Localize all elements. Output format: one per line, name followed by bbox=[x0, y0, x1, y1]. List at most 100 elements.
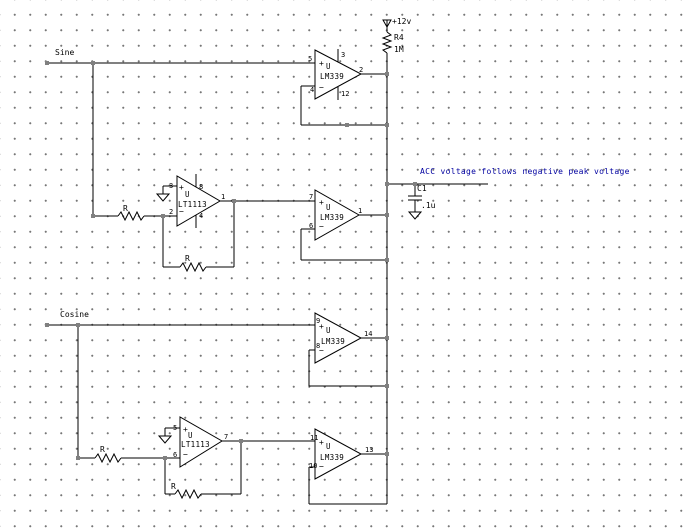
cosine-feedback-resistor-label: R bbox=[171, 482, 176, 491]
opamp-part-label: LM339 bbox=[320, 72, 344, 81]
junction-node bbox=[413, 182, 417, 186]
pin-plus-label: 3 bbox=[169, 182, 173, 190]
pin-minus-label: 10 bbox=[309, 462, 317, 470]
pin-minus-label: 4 bbox=[310, 86, 314, 94]
pin-plus-label: 11 bbox=[310, 434, 318, 442]
pin-out-label: 2 bbox=[359, 66, 363, 74]
cosine-wires bbox=[47, 324, 388, 505]
pin-minus-label: 6 bbox=[173, 451, 177, 459]
sine-input-resistor-label: R bbox=[123, 204, 128, 213]
opamp-comparator-4: + − U LM339 11 10 13 bbox=[309, 428, 373, 480]
junction-node bbox=[345, 123, 349, 127]
junction-nodes bbox=[45, 61, 417, 460]
junction-node bbox=[385, 72, 389, 76]
opamp-part-label: LM339 bbox=[320, 213, 344, 222]
sine-feedback-resistor-label: R bbox=[185, 254, 190, 263]
junction-node bbox=[91, 61, 95, 65]
pin-plus-label: 7 bbox=[309, 193, 313, 201]
junction-node bbox=[385, 452, 389, 456]
svg-text:−: − bbox=[179, 207, 184, 216]
svg-text:+: + bbox=[179, 183, 184, 192]
pin-plus-label: 5 bbox=[308, 55, 312, 63]
junction-node bbox=[385, 258, 389, 262]
capacitor-ref-label: C1 bbox=[417, 184, 427, 193]
opamp-unit-label: U bbox=[326, 326, 331, 335]
cosine-input-resistor bbox=[94, 452, 122, 464]
svg-text:+: + bbox=[319, 198, 324, 207]
junction-node bbox=[76, 456, 80, 460]
svg-text:+: + bbox=[319, 59, 324, 68]
sine-input-resistor bbox=[117, 210, 145, 222]
svg-text:−: − bbox=[183, 450, 188, 459]
opamp-comparator-2: + − U LM339 7 6 1 bbox=[309, 189, 362, 241]
svg-text:+: + bbox=[319, 322, 324, 331]
capacitor-value-label: .1u bbox=[421, 201, 436, 210]
pin-out-label: 7 bbox=[224, 433, 228, 441]
junction-node bbox=[385, 213, 389, 217]
opamp-unit-label: U bbox=[326, 62, 331, 71]
opamp-part-label: LT1113 bbox=[181, 440, 210, 449]
acc-output bbox=[387, 183, 488, 220]
opamp-unit-label: U bbox=[326, 442, 331, 451]
ground-icon bbox=[157, 435, 173, 444]
pullup-ref-label: R4 bbox=[394, 33, 404, 42]
junction-node bbox=[163, 456, 167, 460]
junction-node bbox=[385, 182, 389, 186]
junction-node bbox=[91, 214, 95, 218]
pin-plus-label: 9 bbox=[316, 317, 320, 325]
vcc-arrow-icon bbox=[382, 19, 392, 29]
pin-bottom-label: 4 bbox=[199, 212, 203, 220]
ground-icon bbox=[407, 211, 423, 220]
junction-node bbox=[239, 439, 243, 443]
opamp-comparator-3: + − U LM339 9 8 14 bbox=[314, 312, 372, 364]
cosine-feedback-resistor bbox=[174, 488, 202, 500]
junction-node bbox=[161, 214, 165, 218]
pin-out-label: 1 bbox=[358, 207, 362, 215]
supply-voltage-label: +12v bbox=[392, 17, 411, 26]
pullup-value-label: 1M bbox=[394, 45, 404, 54]
acc-note: ACC voltage follows negative peak voltag… bbox=[420, 167, 630, 176]
svg-text:−: − bbox=[319, 462, 324, 471]
svg-text:−: − bbox=[319, 346, 324, 355]
sine-net-label: Sine bbox=[55, 48, 74, 57]
junction-node bbox=[385, 384, 389, 388]
svg-text:−: − bbox=[319, 83, 324, 92]
ground-icon bbox=[155, 193, 171, 202]
sine-feedback-resistor bbox=[179, 261, 207, 273]
opamp-part-label: LM339 bbox=[321, 337, 345, 346]
svg-text:+: + bbox=[183, 425, 188, 434]
svg-text:+: + bbox=[319, 438, 324, 447]
pin-bottom-label: 12 bbox=[341, 90, 349, 98]
pin-out-label: 13 bbox=[365, 446, 373, 454]
supply-pullup bbox=[381, 19, 393, 467]
pin-minus-label: 8 bbox=[316, 342, 320, 350]
opamp-unit-label: U bbox=[185, 190, 190, 199]
pin-minus-label: 6 bbox=[309, 222, 313, 230]
junction-node bbox=[45, 323, 49, 327]
junction-node bbox=[385, 123, 389, 127]
pin-out-label: 14 bbox=[364, 330, 372, 338]
pin-plus-label: 5 bbox=[173, 424, 177, 432]
junction-node bbox=[45, 61, 49, 65]
svg-text:−: − bbox=[319, 222, 324, 231]
junction-node bbox=[232, 199, 236, 203]
cosine-net-label: Cosine bbox=[60, 310, 89, 319]
cosine-input-resistor-label: R bbox=[100, 445, 105, 454]
opamp-part-label: LM339 bbox=[320, 453, 344, 462]
pin-out-label: 1 bbox=[221, 193, 225, 201]
pin-minus-label: 2 bbox=[169, 208, 173, 216]
pullup-resistor bbox=[381, 31, 393, 54]
pin-top-label: 3 bbox=[341, 51, 345, 59]
opamp-unit-label: U bbox=[188, 431, 193, 440]
opamp-inverter-1: + − U LT1113 3 2 1 8 4 bbox=[169, 174, 225, 228]
opamp-part-label: LT1113 bbox=[178, 200, 207, 209]
sine-wires bbox=[47, 62, 387, 273]
pin-top-label: 8 bbox=[199, 183, 203, 191]
junction-node bbox=[385, 336, 389, 340]
junction-node bbox=[76, 323, 80, 327]
opamp-unit-label: U bbox=[326, 203, 331, 212]
opamp-inverter-2: + − U LT1113 5 6 7 bbox=[173, 416, 228, 468]
opamp-comparator-1: + − U LM339 5 4 2 3 12 bbox=[308, 49, 363, 100]
